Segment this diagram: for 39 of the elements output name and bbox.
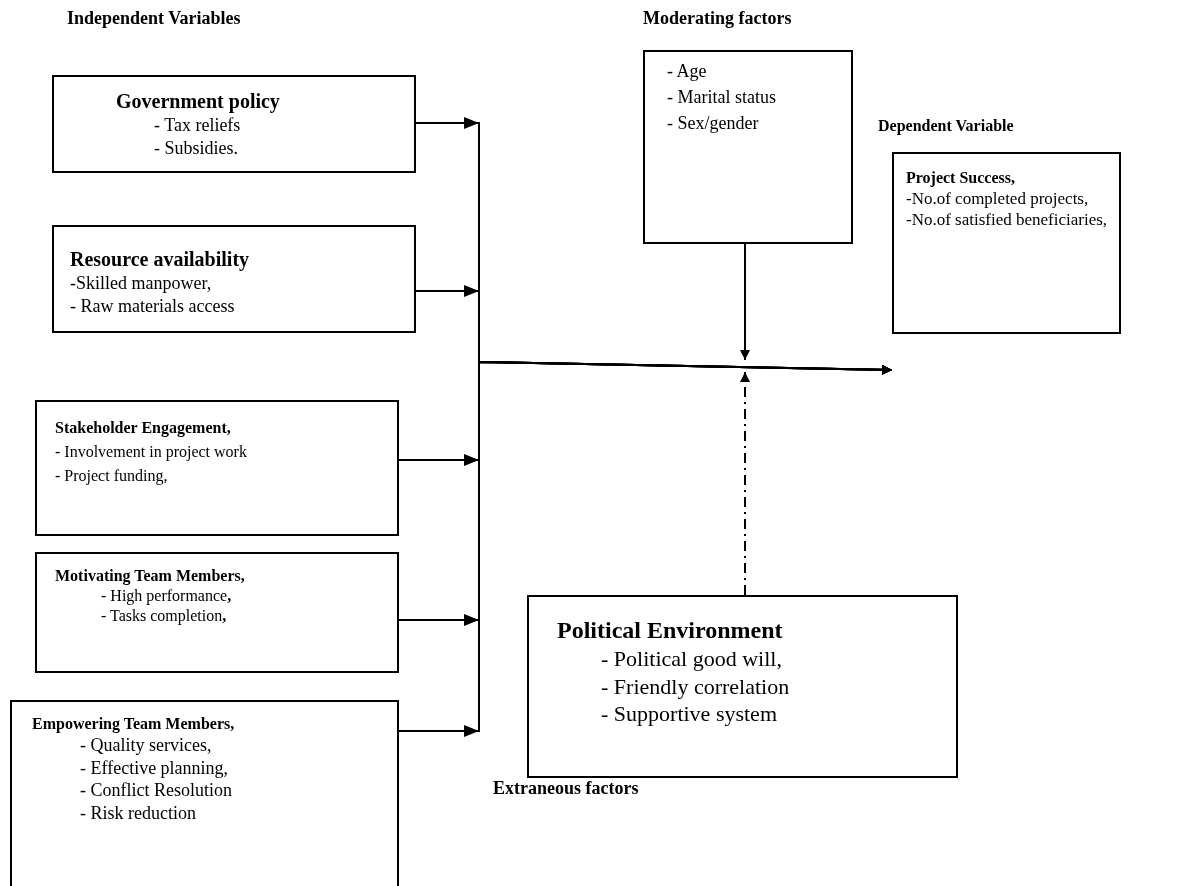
list-item: - Political good will, [600, 645, 782, 673]
list-item: - Sex/gender [667, 112, 759, 136]
list-item: - Quality services, [79, 734, 212, 757]
list-item: - Project funding, [55, 466, 168, 487]
list-item: - Age [667, 60, 707, 83]
box-heading: Motivating Team Members, [55, 566, 245, 586]
list-item: -Skilled manpower, [70, 272, 212, 295]
list-item: - Subsidies. [153, 136, 238, 159]
list-item: - Involvement in project work [55, 442, 247, 463]
list-item: - Effective planning, [79, 756, 229, 779]
list-item: -No.of satisfied beneficiaries, [906, 209, 1108, 231]
list-item: - Tax reliefs [153, 114, 241, 137]
heading-label: Extraneous factors [493, 778, 639, 799]
box-heading: Stakeholder Engagement, [55, 418, 231, 439]
variable-box [35, 400, 399, 536]
heading-label: Dependent Variable [878, 117, 1014, 135]
list-item: -No.of completed projects, [906, 188, 1089, 210]
heading-label: Moderating factors [643, 8, 792, 29]
box-heading: Project Success, [906, 168, 1015, 188]
variable-box [52, 75, 416, 173]
list-item: - Supportive system [600, 700, 777, 728]
variable-box [35, 552, 399, 673]
variable-box [52, 225, 416, 333]
variable-box [892, 152, 1121, 334]
box-heading: Political Environment [557, 616, 783, 645]
box-heading: Government policy [116, 89, 280, 114]
list-item: - High performance, [100, 586, 232, 606]
list-item: - Marital status [667, 86, 776, 110]
list-item: - Conflict Resolution [79, 779, 232, 802]
variable-box [527, 595, 958, 778]
box-heading: Empowering Team Members, [32, 714, 235, 734]
list-item: - Raw materials access [70, 294, 235, 317]
box-heading: Resource availability [70, 247, 250, 272]
list-item: - Tasks completion, [100, 606, 227, 626]
list-item: - Risk reduction [79, 801, 196, 824]
heading-label: Independent Variables [67, 8, 241, 29]
variable-box [10, 700, 399, 886]
variable-box [643, 50, 853, 244]
list-item: - Friendly correlation [600, 672, 790, 700]
